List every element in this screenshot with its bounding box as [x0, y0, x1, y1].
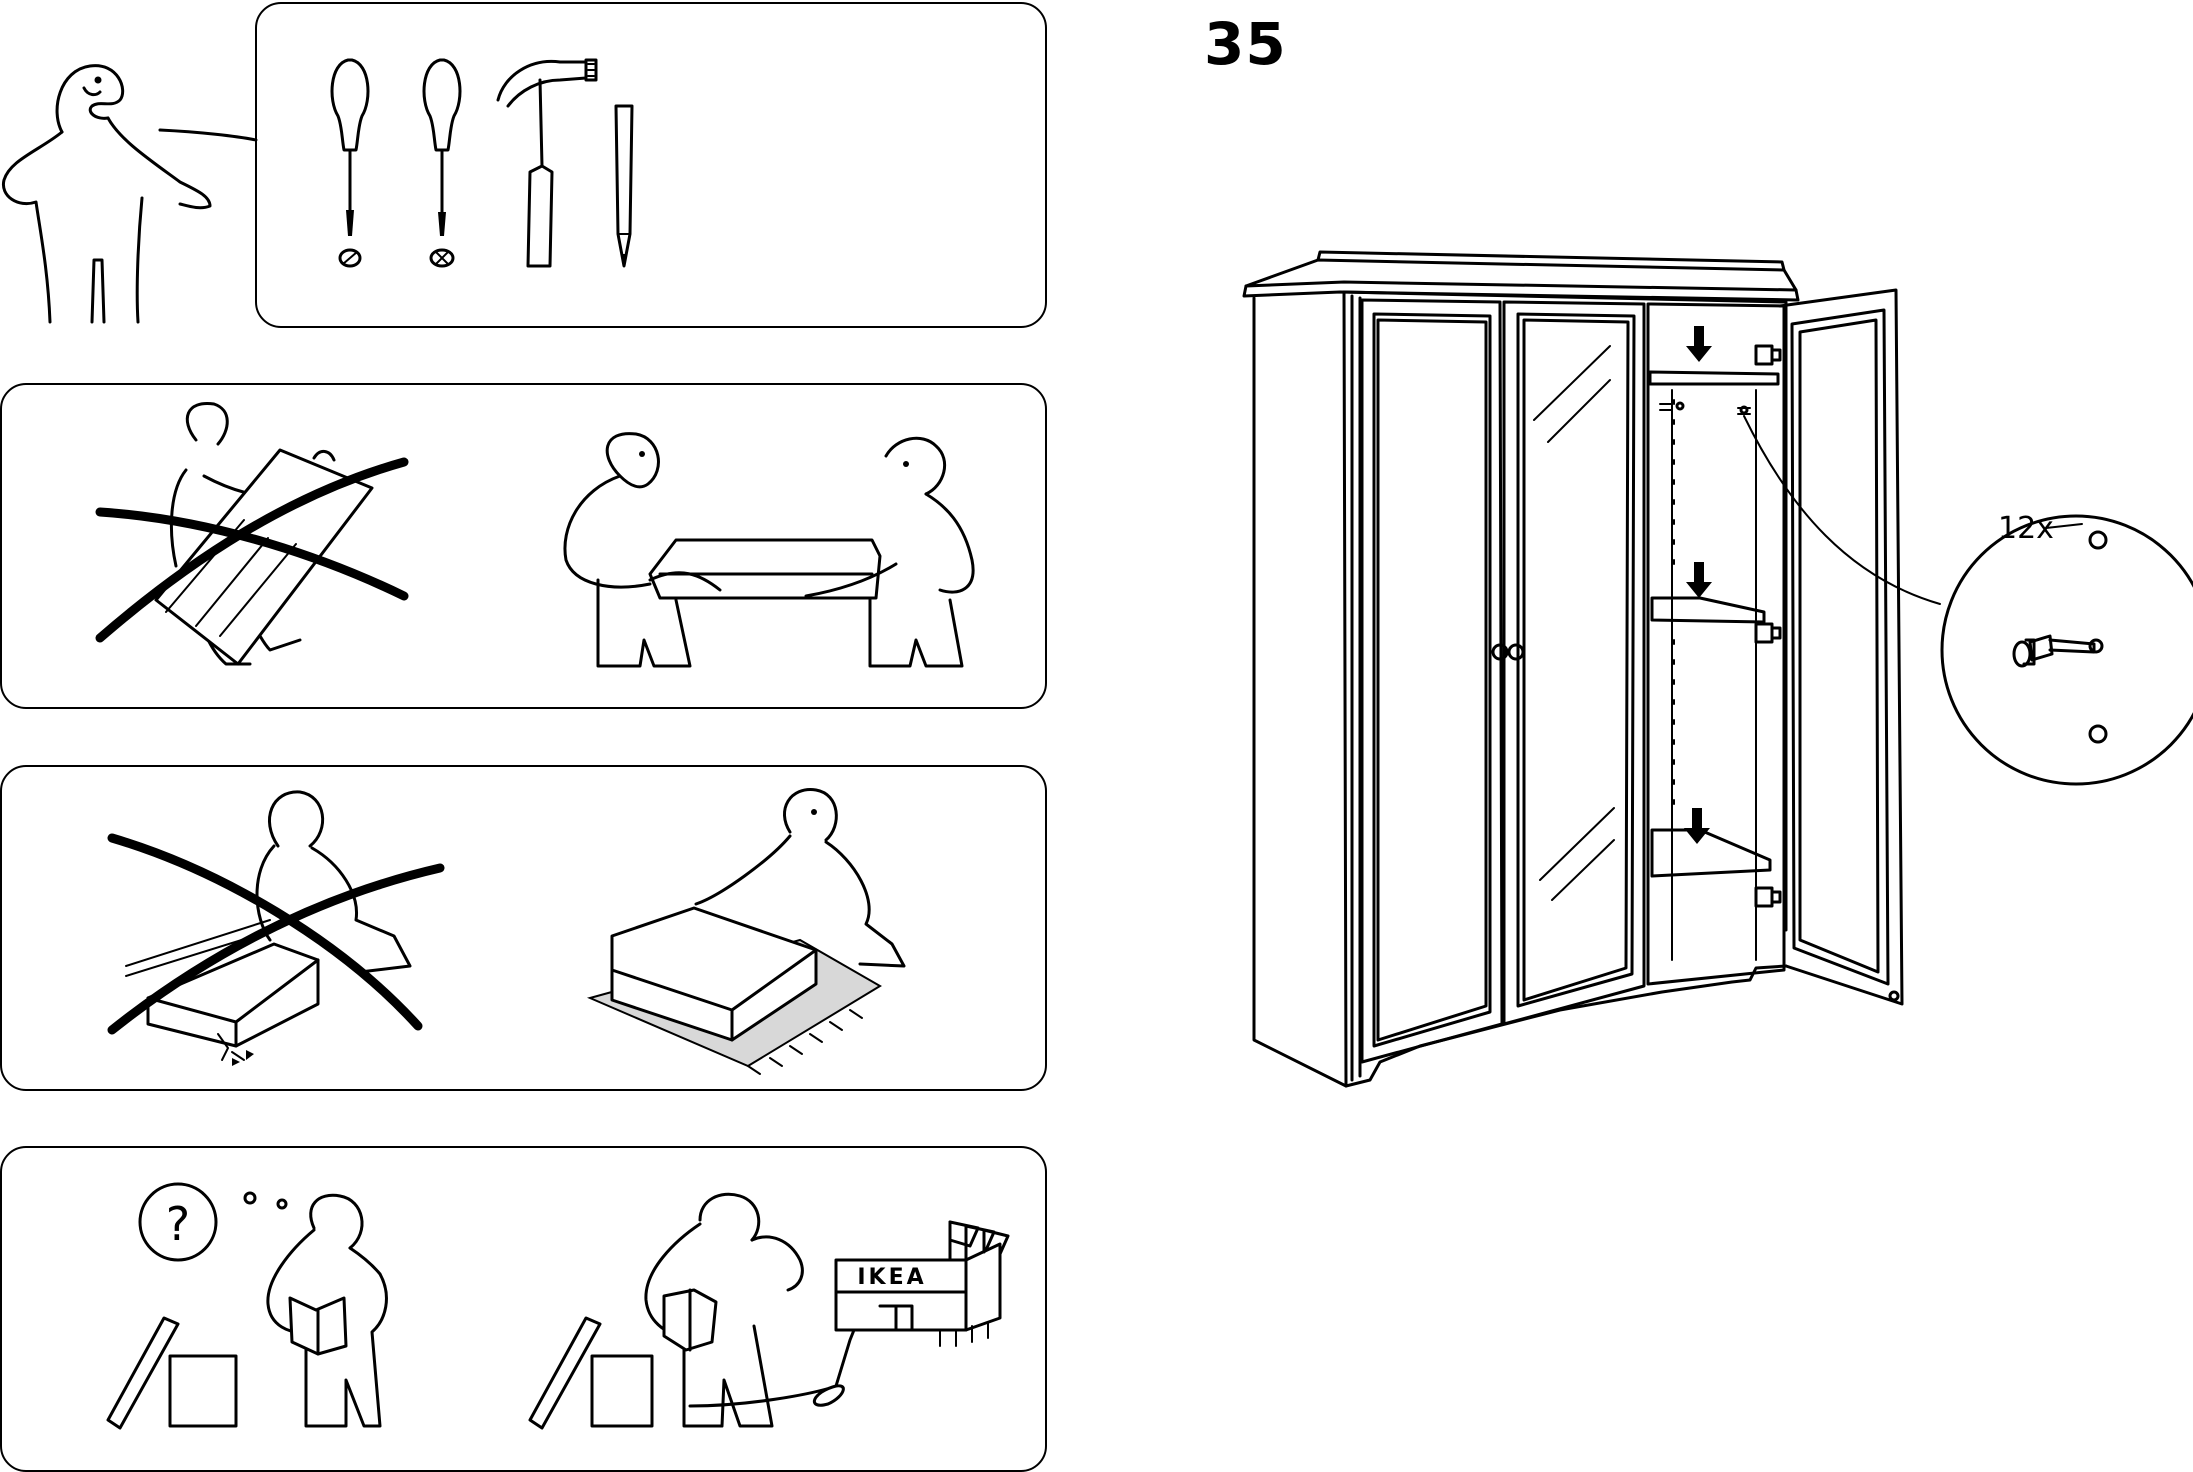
wardrobe-illustration: [1244, 252, 1940, 1086]
confused-person-figure: ?: [108, 1184, 386, 1428]
flat-screwdriver-icon: [332, 60, 368, 266]
ikea-store-icon: IKEA: [836, 1222, 1008, 1346]
down-arrow-icon: [1684, 808, 1710, 844]
down-arrow-icon: [1686, 562, 1712, 598]
pointing-person-figure: [3, 66, 256, 322]
two-person-carry-figure: [565, 434, 973, 666]
phone-call-person-figure: [530, 1194, 854, 1428]
hammer-icon: [498, 60, 596, 266]
question-mark: ?: [166, 1197, 190, 1251]
down-arrow-icon: [1686, 326, 1712, 362]
phillips-screwdriver-icon: [424, 60, 460, 266]
single-person-struggling-figure: [156, 403, 372, 664]
shelf-pin-detail-callout: 12x: [1942, 511, 2193, 784]
pencil-icon: [616, 106, 632, 266]
ikea-sign-text: IKEA: [857, 1265, 926, 1290]
box-on-soft-mat-figure: [590, 790, 904, 1074]
